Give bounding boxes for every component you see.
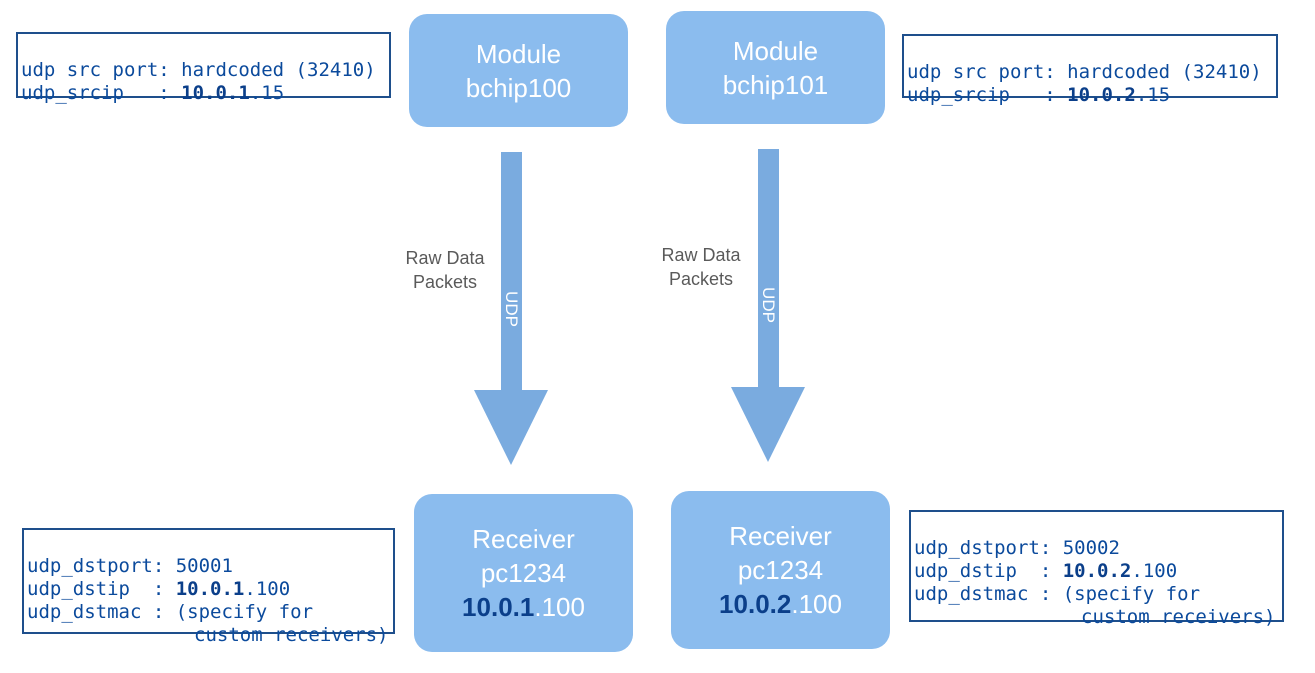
receiver-title: Receiver <box>472 524 575 554</box>
receiver-name: pc1234 <box>737 555 824 585</box>
dst-mac-line: udp_dstmac : (specify for <box>27 601 393 624</box>
dst-ip-subnet: 10.0.1 <box>175 578 245 600</box>
src-port-value: hardcoded (32410) <box>181 59 376 81</box>
dst-mac-note2: custom receivers) <box>1081 606 1276 628</box>
module-title: Module <box>732 35 819 66</box>
src-port-key: udp src port: <box>21 59 170 81</box>
receiver-name: pc1234 <box>480 558 567 588</box>
src-port-line: udp src port: hardcoded (32410) <box>907 61 1276 84</box>
dst-ip-subnet: 10.0.2 <box>1062 560 1132 582</box>
dst-port-key: udp_dstport: <box>914 537 1052 559</box>
dst-port-key: udp_dstport: <box>27 555 165 577</box>
module-node-bchip100: Module bchip100 <box>409 14 628 127</box>
edge-label-line1: Raw Data <box>405 248 485 268</box>
src-port-line: udp src port: hardcoded (32410) <box>21 59 389 82</box>
dst-port-value: 50002 <box>1062 537 1120 559</box>
protocol-label-right: UDP <box>759 287 778 323</box>
src-port-key: udp src port: <box>907 61 1056 83</box>
dst-port-value: 50001 <box>175 555 233 577</box>
receiver-ip-host: .100 <box>534 592 585 622</box>
receiver-node-right: Receiver pc1234 10.0.2.100 <box>671 491 890 649</box>
module-title: Module <box>475 38 562 69</box>
dst-port-line: udp_dstport: 50001 <box>27 555 393 578</box>
src-ip-line: udp_srcip : 10.0.1.15 <box>21 82 389 105</box>
module-name: bchip101 <box>722 69 829 100</box>
receiver-ip: 10.0.2.100 <box>719 587 842 621</box>
dst-mac-key: udp_dstmac : <box>27 601 165 623</box>
src-ip-host: .15 <box>249 82 285 104</box>
dst-ip-host: .100 <box>244 578 291 600</box>
module-node-bchip101: Module bchip101 <box>666 11 885 124</box>
src-ip-host: .15 <box>1135 84 1171 106</box>
dst-ip-host: .100 <box>1131 560 1178 582</box>
dst-ip-line: udp_dstip : 10.0.1.100 <box>27 578 393 601</box>
src-port-value: hardcoded (32410) <box>1067 61 1262 83</box>
dst-mac-note2: custom receivers) <box>194 624 389 646</box>
dst-mac-note: (specify for <box>1062 583 1201 605</box>
dst-mac-key: udp_dstmac : <box>914 583 1052 605</box>
src-ip-line: udp_srcip : 10.0.2.15 <box>907 84 1276 107</box>
receiver-ip-host: .100 <box>791 589 842 619</box>
edge-label-line2: Packets <box>668 269 734 289</box>
src-ip-key: udp_srcip : <box>907 84 1056 106</box>
receiver-ip: 10.0.1.100 <box>462 590 585 624</box>
edge-label-right: Raw Data Packets <box>646 243 756 291</box>
receiver-ip-subnet: 10.0.1 <box>462 592 535 622</box>
source-info-box-left: udp src port: hardcoded (32410)udp_srcip… <box>16 32 391 104</box>
protocol-label-left: UDP <box>502 291 521 327</box>
dst-mac-line2: custom receivers) <box>27 624 393 647</box>
receiver-ip-subnet: 10.0.2 <box>719 589 792 619</box>
src-ip-subnet: 10.0.2 <box>1067 84 1136 106</box>
edge-label-line1: Raw Data <box>661 245 741 265</box>
module-name: bchip100 <box>465 72 572 103</box>
src-ip-subnet: 10.0.1 <box>181 82 250 104</box>
receiver-node-left: Receiver pc1234 10.0.1.100 <box>414 494 633 652</box>
edge-label-left: Raw Data Packets <box>390 246 500 294</box>
source-info-box-right: udp src port: hardcoded (32410)udp_srcip… <box>902 34 1278 106</box>
arrow-bchip101-to-receiver <box>731 149 805 462</box>
dst-ip-key: udp_dstip : <box>914 560 1052 582</box>
dst-ip-key: udp_dstip : <box>27 578 165 600</box>
dst-port-line: udp_dstport: 50002 <box>914 537 1282 560</box>
dst-mac-note: (specify for <box>175 601 314 623</box>
edge-label-line2: Packets <box>412 272 478 292</box>
arrow-bchip100-to-receiver <box>474 152 548 465</box>
dst-mac-line2: custom receivers) <box>914 606 1282 629</box>
src-ip-key: udp_srcip : <box>21 82 170 104</box>
dst-ip-line: udp_dstip : 10.0.2.100 <box>914 560 1282 583</box>
receiver-title: Receiver <box>729 521 832 551</box>
dst-mac-line: udp_dstmac : (specify for <box>914 583 1282 606</box>
